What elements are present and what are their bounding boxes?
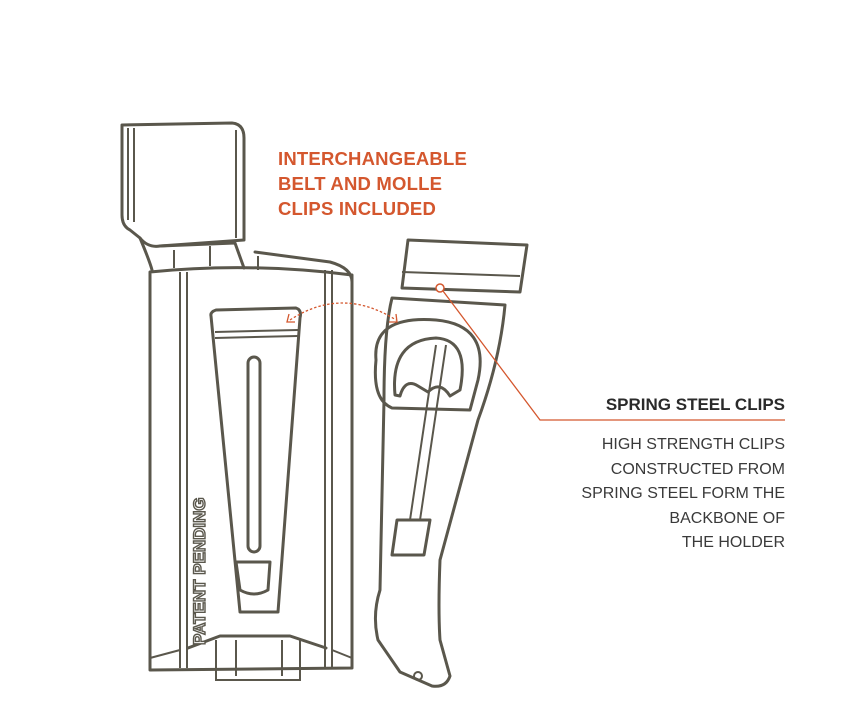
callout-line: CONSTRUCTED FROM	[610, 460, 785, 478]
callout-title: SPRING STEEL CLIPS	[605, 395, 785, 414]
holder-collar	[158, 241, 354, 284]
callout-line: SPRING STEEL FORM THE	[581, 485, 785, 502]
swap-arrow	[286, 302, 398, 323]
interchangeable-clips-headline: INTERCHANGEABLE BELT AND MOLLE CLIPS INC…	[278, 146, 467, 221]
callout-line: THE HOLDER	[681, 534, 785, 551]
callout-line: BACKBONE OF	[669, 509, 785, 527]
holder-body	[148, 266, 354, 681]
patent-pending-marking: PATENT PENDING	[190, 497, 209, 645]
callout-line: HIGH STRENGTH CLIPS	[601, 436, 785, 453]
headline-line: INTERCHANGEABLE	[278, 148, 468, 169]
callout-description: HIGH STRENGTH CLIPS CONSTRUCTED FROM SPR…	[581, 433, 785, 556]
spring-steel-clip	[373, 238, 529, 688]
headline-line: BELT AND MOLLE	[278, 173, 443, 194]
headline-line: CLIPS INCLUDED	[278, 198, 436, 219]
callout-leader	[435, 283, 785, 421]
holder-lid	[120, 121, 246, 272]
